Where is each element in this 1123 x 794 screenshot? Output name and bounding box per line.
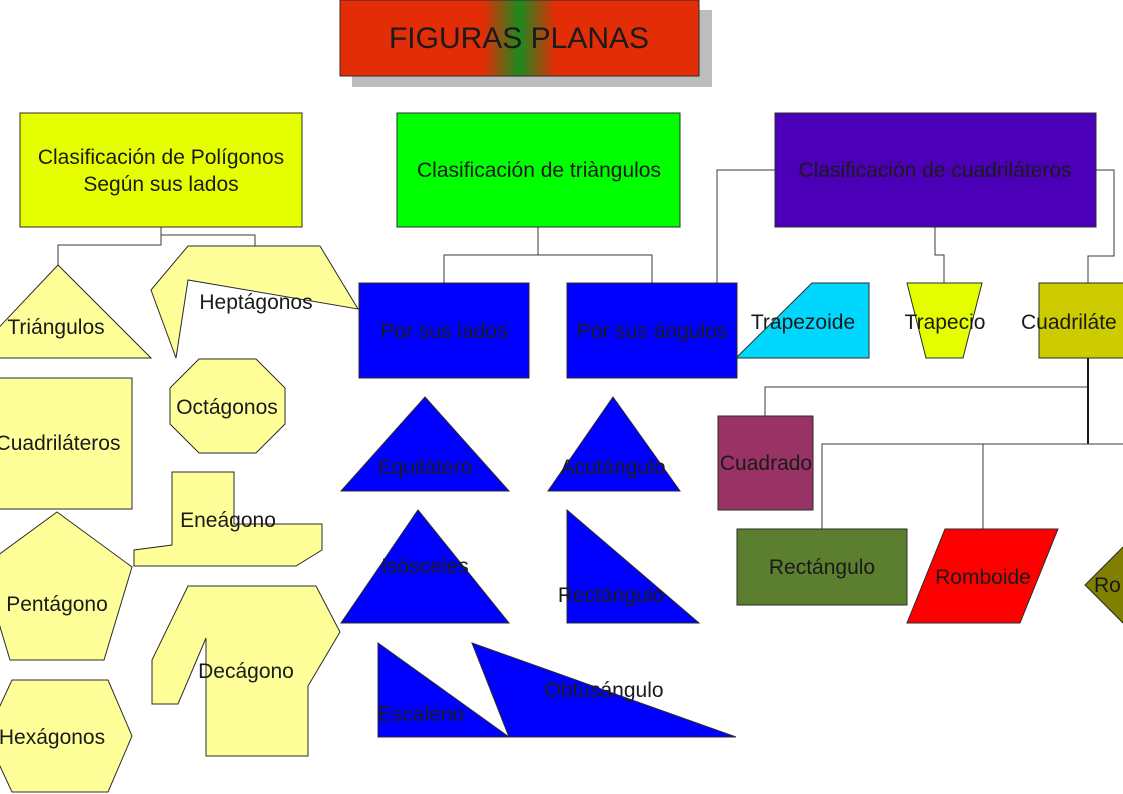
connector-triangulos-angulos [538,254,653,283]
shape-equilatero [339,396,511,492]
label-romboide: Romboide [935,566,1031,589]
shape-decagono [151,585,341,757]
label-acutangulo: Acutángulo [560,456,665,479]
shape-octagonos [169,358,286,454]
title-box: FIGURAS PLANAS [339,0,712,87]
shape-hexagonos [0,679,133,793]
header-poligonos-line1: Clasificación de Polígonos [38,146,284,169]
label-rectangulo-tri: Rectángulo [558,584,664,607]
shape-trapezoide [734,282,870,359]
polygon-shapes: Triángulos Heptágonos Octágonos Cuadrilá… [0,245,359,793]
shape-rectangulo-quad [736,528,908,606]
label-escaleno: Escaleno [378,703,464,726]
shape-pentagono [0,511,133,661]
label-isosceles: Isósceles [381,555,469,578]
quad-shapes: Trapezoide Trapecio Cuadriláte Cuadrado … [717,282,1123,624]
connector-triangulos-lados [443,227,539,283]
title-text: FIGURAS PLANAS [389,22,649,55]
label-por-angulos: Por sus ángulos [577,320,728,343]
connector-rectangulo-quad [821,443,1088,529]
label-trapecio: Trapecio [905,311,986,334]
label-trapezoide: Trapezoide [751,311,855,334]
label-por-lados: Por sus lados [380,320,507,343]
label-triangulos: Triángulos [7,316,104,339]
label-obtusangulo: Obtusángulo [544,679,663,702]
shape-por-angulos [566,282,738,379]
shape-trapecio [906,282,983,359]
header-poligonos-rect [19,112,303,228]
shape-cuadrilateros [0,377,133,510]
connector-cuadrado [764,358,1089,416]
header-triangulos: Clasificación de triàngulos [396,112,681,228]
label-eneagono: Eneágono [180,509,276,532]
label-cuadrilateros: Cuadriláteros [0,432,120,455]
shape-escaleno [377,642,511,738]
label-cuadrado: Cuadrado [720,452,812,475]
header-triangulos-rect [396,112,681,228]
label-hexagonos: Hexágonos [0,726,105,749]
label-cuadrilatero-paralelogramo: Cuadriláte [1021,311,1117,334]
shape-por-lados [358,282,530,379]
shape-acutangulo [547,396,681,492]
connector-poligonos-heptagonos [161,234,256,247]
label-octagonos: Octágonos [176,396,278,419]
shape-obtusangulo [471,642,737,738]
shape-romboide [906,528,1059,624]
label-rectangulo-quad: Rectángulo [769,556,875,579]
label-rombo: Ro [1094,574,1121,597]
shape-isosceles [340,509,511,624]
shape-rectangulo-tri [566,508,701,624]
connector-poligonos-triangulos [57,227,162,265]
header-cuadrilateros-rect [774,112,1097,228]
shape-cuadrado [717,415,814,511]
label-equilatero: Equilátero [378,456,473,479]
triangle-shapes: Por sus lados Por sus ángulos Equilátero… [339,282,738,738]
label-heptagonos: Heptágonos [199,291,312,314]
label-decagono: Decágono [198,660,294,683]
shape-heptagonos [150,245,359,359]
header-poligonos: Clasificación de Polígonos Según sus lad… [19,112,303,228]
header-cuadrilateros: Clasificación de cuadriláteros [774,112,1097,228]
shape-triangulos [0,264,153,359]
label-pentagono: Pentágono [6,593,108,616]
header-poligonos-line2: Según sus lados [83,173,238,196]
shape-rombo [1084,546,1123,624]
connector-quad-trapezoide [716,169,775,320]
shape-cuadrilatero-paralelogramo [1038,282,1123,359]
shape-eneagono [133,471,323,567]
connectors [57,169,1123,529]
connector-quad-trapecio [934,227,945,283]
connector-quad-cuadrilatero [1087,169,1115,283]
header-triangulos-text: Clasificación de triàngulos [417,159,661,182]
title-rect [339,0,700,77]
header-cuadrilateros-text: Clasificación de cuadriláteros [798,159,1071,182]
